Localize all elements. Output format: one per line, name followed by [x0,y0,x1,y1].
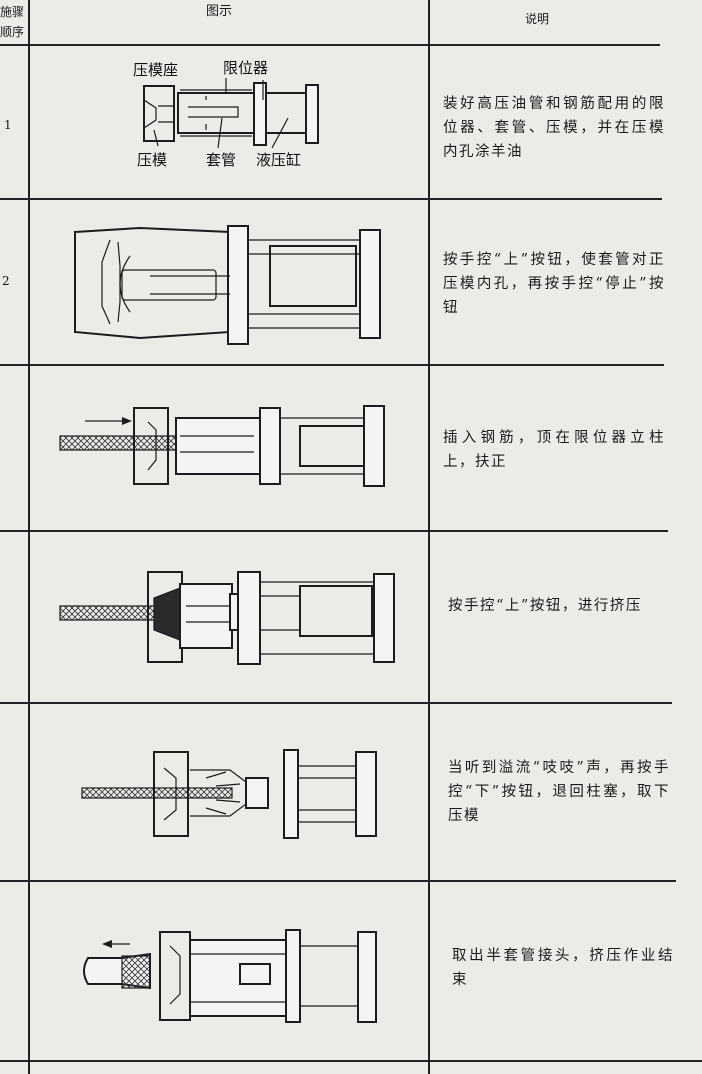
column-divider-figure [428,0,430,1074]
header-step-line2: 顺序 [0,25,25,39]
row-rule-2 [0,364,664,366]
label-die-seat: 压模座 [133,61,178,79]
header-step-line1: 施骤 [0,5,25,19]
step-number-1: 1 [4,118,12,132]
step-1-figure: 压模座 限位器 压模 套管 液压缸 [133,59,319,169]
label-sleeve: 套管 [206,151,236,169]
row-rule-1 [0,198,662,200]
header-description: 说明 [525,12,550,26]
label-cylinder: 液压缸 [256,151,301,169]
label-die: 压模 [137,151,167,169]
step-6-figure [83,929,377,1023]
header-figure: 图示 [206,4,233,19]
column-divider-step [28,0,30,1074]
header-rule [0,44,660,46]
label-limiter: 限位器 [223,59,268,77]
row-rule-3 [0,530,668,532]
bottom-rule [0,1060,702,1062]
step-1-description: 装好高压油管和钢筋配用的限位器、套管、压模，并在压模内孔涂羊油 [443,96,665,160]
press-machine-3 [133,405,385,487]
press-machine-1 [143,78,319,149]
press-machine-2 [74,225,381,345]
row-rule-5 [0,880,676,882]
step-3-description: 插入钢筋，顶在限位器立柱上，扶正 [443,430,665,470]
step-3-figure [59,405,385,487]
step-4-description: 按手控“上”按钮，进行挤压 [448,598,642,614]
step-number-2: 2 [2,274,10,288]
step-2-description: 按手控“上”按钮，使套管对正压模内孔，再按手控“停止”按钮 [443,252,665,316]
arrow-remove-6 [102,940,130,948]
step-5-figure [81,749,377,839]
press-machine-4 [147,571,395,665]
row-rule-4 [0,702,672,704]
arrow-insert-3 [85,417,132,425]
step-2-figure [74,225,381,345]
step-5-description: 当听到溢流“吱吱”声，再按手控“下”按钮，退回柱塞，取下压模 [448,760,670,824]
press-machine-6 [159,929,377,1023]
step-6-description: 取出半套管接头，挤压作业结束 [452,948,674,988]
step-4-figure [59,571,395,665]
rebar-5 [81,787,233,799]
sleeve-joint-6 [83,952,151,990]
press-machine-5 [153,749,377,839]
